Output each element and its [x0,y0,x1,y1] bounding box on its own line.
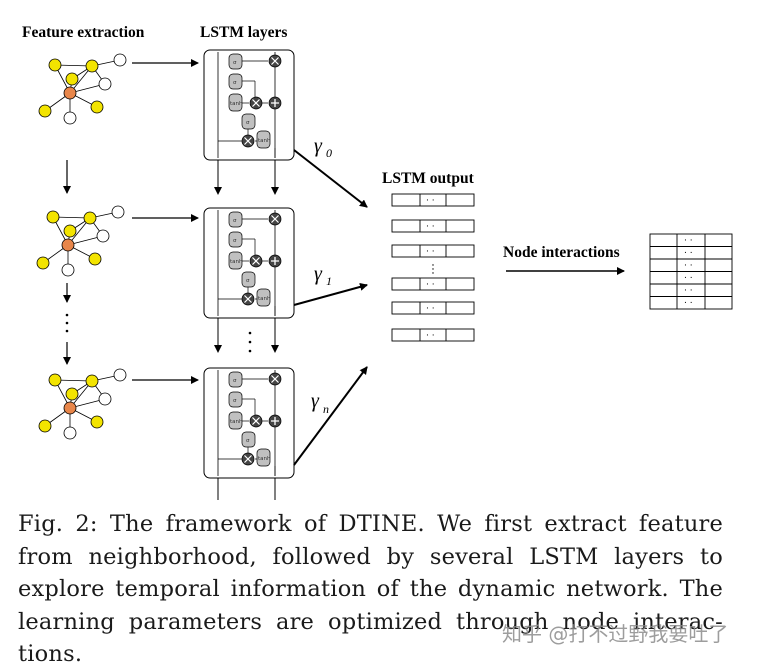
output-vector: · · [391,328,475,342]
feature-graph-n [38,368,127,440]
gamma-label-n: γ n [311,390,329,416]
output-vector: · · [391,301,475,315]
svg-text:tanh: tanh [230,101,243,107]
header-lstm-layers: LSTM layers [200,24,287,41]
output-ellipsis [432,264,434,274]
svg-text:· ·: · · [426,331,435,341]
header-lstm-output: LSTM output [382,170,475,187]
svg-text:σ: σ [233,60,237,66]
svg-text:γ: γ [314,135,323,157]
vertical-ellipsis-left [65,313,69,333]
matrix-cell: · · [684,299,693,309]
svg-text:· ·: · · [426,304,435,314]
svg-text:σ: σ [233,80,237,86]
svg-text:0: 0 [326,146,332,160]
gamma-arrow-1 [293,282,368,306]
output-vector: · · [391,277,475,291]
matrix-cell: · · [684,249,693,259]
watermark: 知乎 @打不过野我要吐了 [502,622,729,646]
matrix-cell: · · [684,286,693,296]
svg-text:· ·: · · [426,247,435,257]
svg-text:n: n [323,402,329,416]
interaction-matrix: · · · · · · · · · · · · [649,233,733,310]
gamma-arrow-0 [293,149,368,208]
svg-text:γ: γ [311,390,320,412]
svg-text:γ: γ [314,263,323,285]
svg-text:· ·: · · [426,196,435,206]
gamma-label-1: γ 1 [314,263,332,288]
lstm-cell-n [204,368,294,500]
svg-text:· ·: · · [426,280,435,290]
matrix-cell: · · [684,236,693,246]
lstm-output-vectors: · · · · · · · · · · [391,193,475,342]
output-vector: · · [391,219,475,233]
lstm-cell-0: σ σ tanh σ tanh [203,49,295,195]
feature-graph-1 [36,205,125,277]
lstm-cell-1 [204,208,294,352]
matrix-cell: · · [684,261,693,271]
gamma-arrow-n [293,366,368,466]
header-node-interactions: Node interactions [503,244,620,261]
figure-caption: Fig. 2: The framework of DTINE. We first… [18,511,723,667]
gamma-label-0: γ 0 [314,135,332,160]
svg-text:· ·: · · [426,222,435,232]
vertical-ellipsis-lstm [248,331,252,353]
output-vector: · · [391,244,475,258]
dtine-framework-diagram: Feature extraction LSTM layers LSTM outp… [22,24,733,500]
svg-text:1: 1 [326,274,332,288]
svg-text:tanh: tanh [258,138,271,144]
matrix-cell: · · [684,274,693,284]
output-vector: · · [391,193,475,207]
header-feature-extraction: Feature extraction [22,24,145,41]
feature-graph-0 [38,53,127,125]
svg-text:σ: σ [246,120,250,126]
